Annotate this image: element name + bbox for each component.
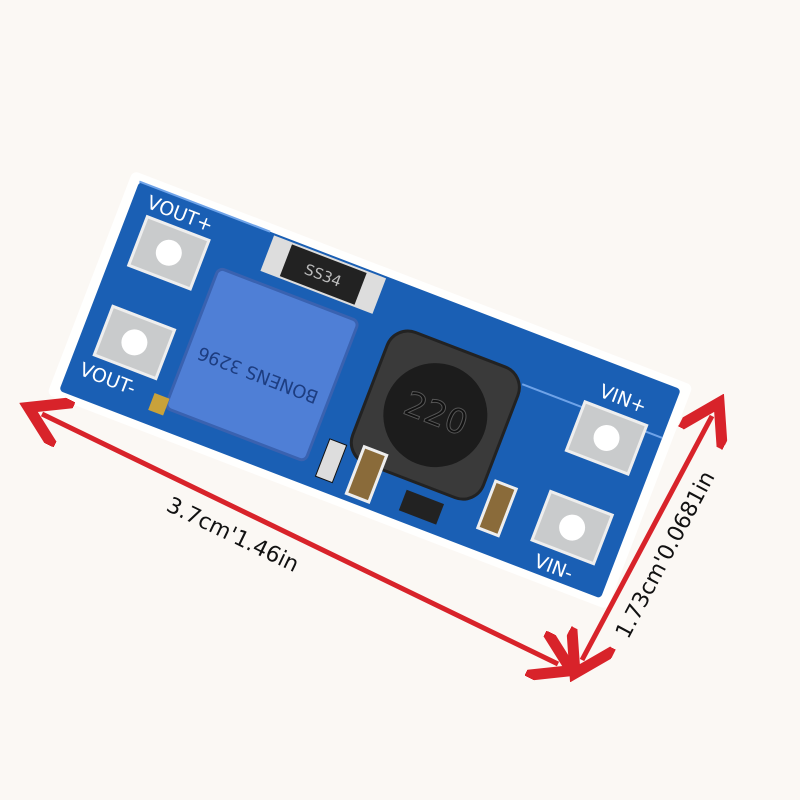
diode [279,244,367,305]
width-arrow [582,416,712,660]
pcb-board: BONENS 3296 SS34 220 VOUT+ VOUT- VIN+ VI… [48,172,692,608]
length-arrow [42,414,558,664]
